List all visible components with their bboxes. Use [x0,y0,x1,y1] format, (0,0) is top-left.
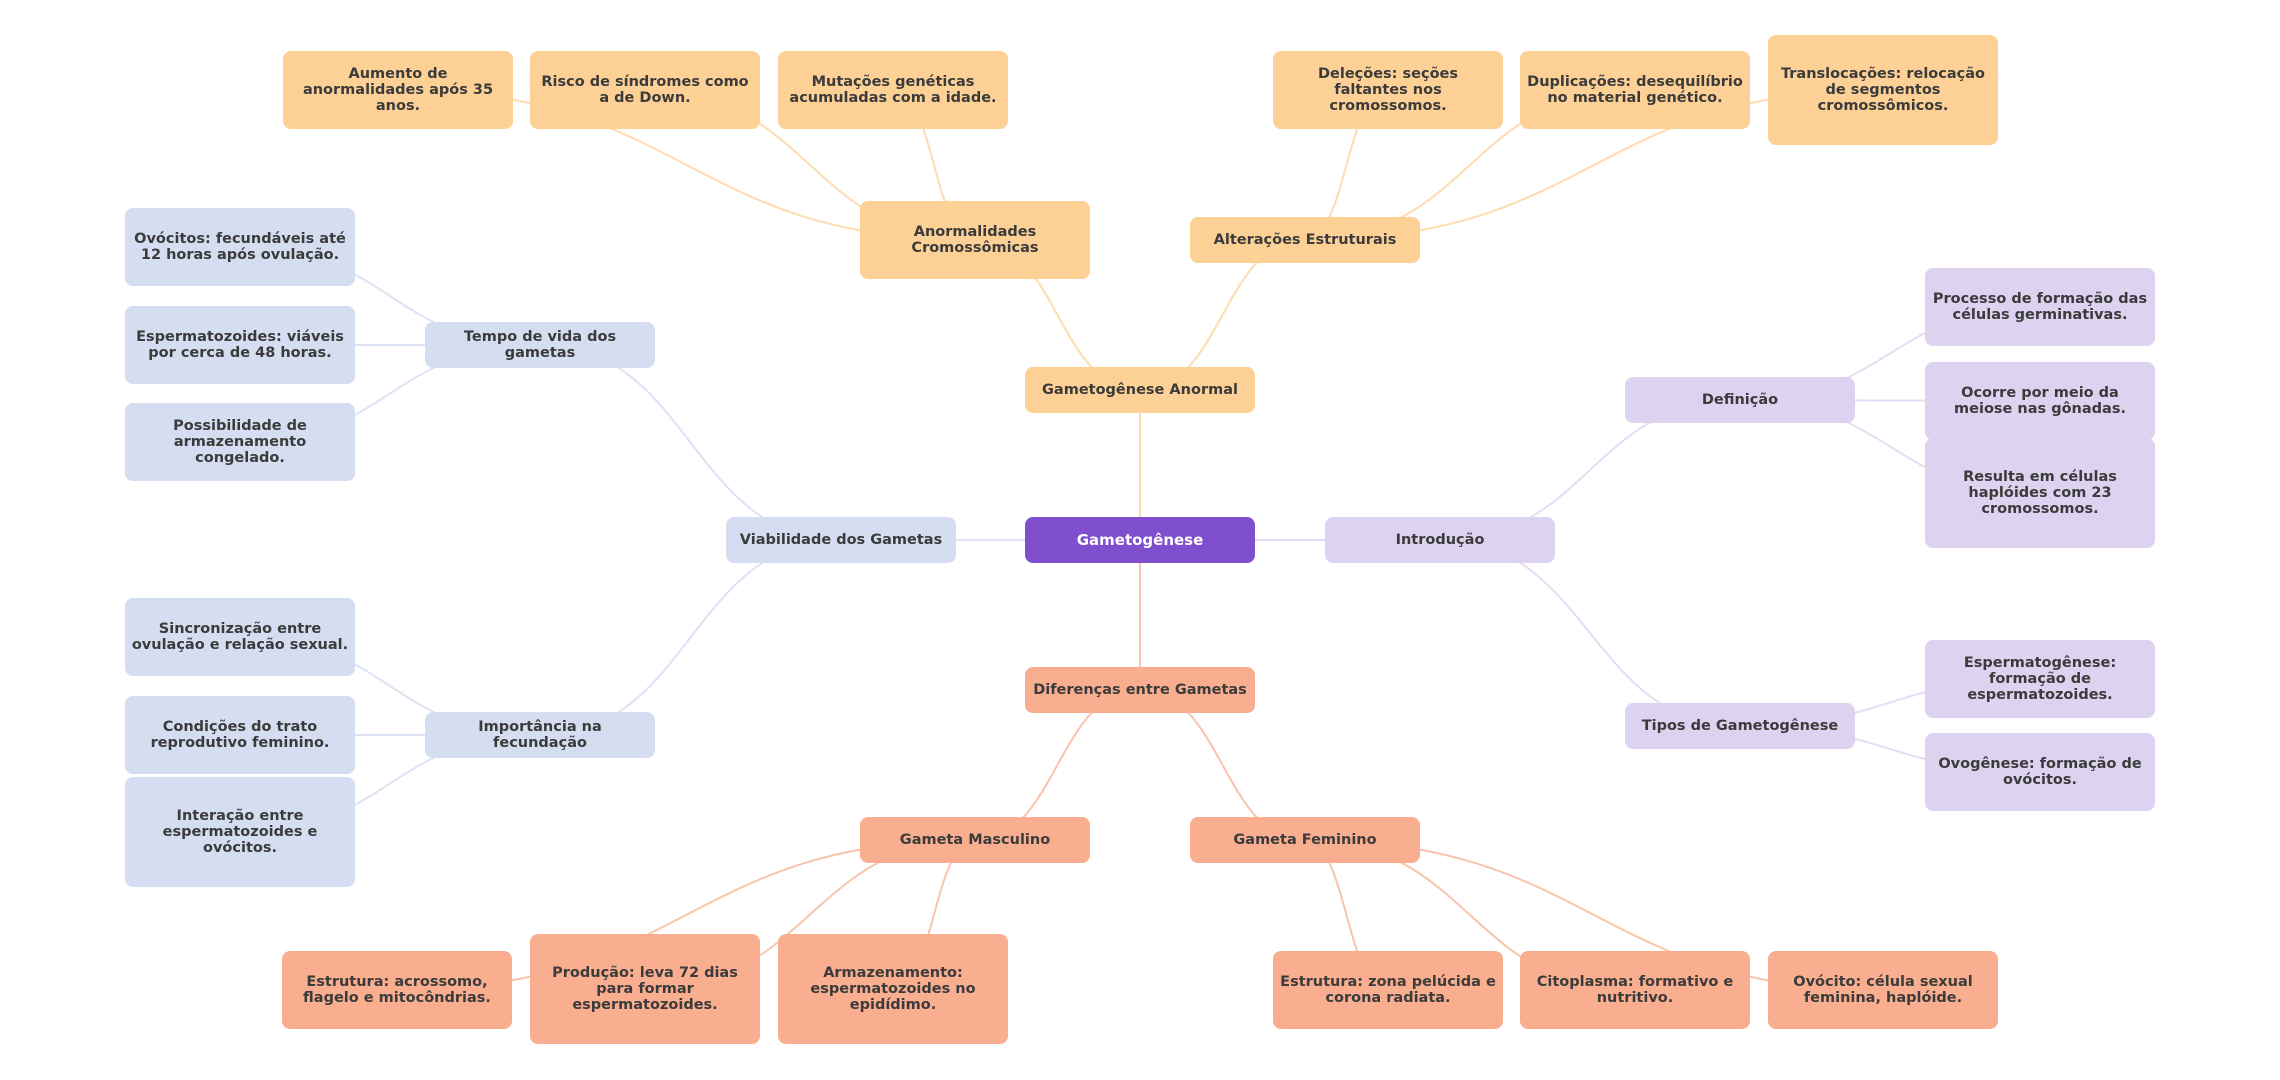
node-label: Aumento de anormalidades após 35 anos. [302,66,494,114]
node-label: Ocorre por meio da meiose nas gônadas. [1954,385,2126,417]
node-label: Mutações genéticas acumuladas com a idad… [789,74,997,106]
node-label: Viabilidade dos Gametas [739,532,943,548]
leaf-node-producao-leva-72-dias[interactable]: Produção: leva 72 dias para formar esper… [530,934,760,1044]
topic-node-tempo-de-vida-dos[interactable]: Tempo de vida dos gametas [425,322,655,368]
node-label: Processo de formação das células germina… [1932,291,2148,323]
leaf-node-ovocitos-fecundaveis-ate-12[interactable]: Ovócitos: fecundáveis até 12 horas após … [125,208,355,286]
leaf-node-delecoes-secoes-faltantes-nos[interactable]: Deleções: seções faltantes nos cromossom… [1273,51,1503,129]
leaf-node-citoplasma-formativo-e-nutritivo[interactable]: Citoplasma: formativo e nutritivo. [1520,951,1750,1029]
leaf-node-armazenamento-espermatozoides-no-epididimo[interactable]: Armazenamento: espermatozoides no epidíd… [778,934,1008,1044]
node-label: Sincronização entre ovulação e relação s… [131,621,349,653]
node-label: Duplicações: desequilíbrio no material g… [1527,74,1743,106]
topic-node-definicao[interactable]: Definição [1625,377,1855,423]
leaf-node-estrutura-acrossomo-flagelo-e[interactable]: Estrutura: acrossomo, flagelo e mitocônd… [282,951,512,1029]
node-label: Espermatozoides: viáveis por cerca de 48… [136,329,344,361]
topic-node-gameta-masculino[interactable]: Gameta Masculino [860,817,1090,863]
node-label: Condições do trato reprodutivo feminino. [150,719,330,751]
branch-node-gametogenese-anormal[interactable]: Gametogênese Anormal [1025,367,1255,413]
node-label: Gameta Feminino [1233,832,1377,848]
leaf-node-ovocito-celula-sexual-feminina[interactable]: Ovócito: célula sexual feminina, haplóid… [1768,951,1998,1029]
branch-node-viabilidade-dos-gametas[interactable]: Viabilidade dos Gametas [726,517,956,563]
connector-introducao-to-tipos-de-gametogenese [1439,539,1741,727]
node-label: Ovogênese: formação de ovócitos. [1938,756,2142,788]
leaf-node-interacao-entre-espermatozoides-e[interactable]: Interação entre espermatozoides e ovócit… [125,777,355,887]
root-node-gametogenese[interactable]: Gametogênese [1025,517,1255,563]
node-label: Translocações: relocação de segmentos cr… [1780,66,1985,114]
node-label: Alterações Estruturais [1213,232,1397,248]
node-label: Tipos de Gametogênese [1641,718,1839,734]
leaf-node-aumento-de-anormalidades-apos[interactable]: Aumento de anormalidades após 35 anos. [283,51,513,129]
node-label: Ovócitos: fecundáveis até 12 horas após … [134,231,346,263]
leaf-node-translocacoes-relocacao-de-segmentos[interactable]: Translocações: relocação de segmentos cr… [1768,35,1998,145]
leaf-node-ocorre-por-meio-da[interactable]: Ocorre por meio da meiose nas gônadas. [1925,362,2155,440]
leaf-node-mutacoes-geneticas-acumuladas-com[interactable]: Mutações genéticas acumuladas com a idad… [778,51,1008,129]
node-label: Gametogênese [1076,531,1204,549]
node-label: Risco de síndromes como a de Down. [541,74,749,106]
topic-node-anormalidades-cromossomicas[interactable]: Anormalidades Cromossômicas [860,201,1090,279]
connector-viabilidade-dos-gametas-to-tempo-de-vida-dos [539,344,842,541]
topic-node-tipos-de-gametogenese[interactable]: Tipos de Gametogênese [1625,703,1855,749]
node-label: Estrutura: acrossomo, flagelo e mitocônd… [303,974,491,1006]
node-label: Possibilidade de armazenamento congelado… [173,418,307,466]
node-label: Diferenças entre Gametas [1033,682,1247,698]
leaf-node-ovogenese-formacao-de-ovocitos[interactable]: Ovogênese: formação de ovócitos. [1925,733,2155,811]
leaf-node-estrutura-zona-pelucida-e[interactable]: Estrutura: zona pelúcida e corona radiat… [1273,951,1503,1029]
leaf-node-duplicacoes-desequilibrio-no-material[interactable]: Duplicações: desequilíbrio no material g… [1520,51,1750,129]
node-label: Estrutura: zona pelúcida e corona radiat… [1280,974,1496,1006]
node-label: Interação entre espermatozoides e ovócit… [162,808,318,856]
leaf-node-processo-de-formacao-das[interactable]: Processo de formação das células germina… [1925,268,2155,346]
leaf-node-espermatozoides-viaveis-por-cerca[interactable]: Espermatozoides: viáveis por cerca de 48… [125,306,355,384]
topic-node-alteracoes-estruturais[interactable]: Alterações Estruturais [1190,217,1420,263]
node-label: Ovócito: célula sexual feminina, haplóid… [1793,974,1973,1006]
leaf-node-resulta-em-celulas-haploides[interactable]: Resulta em células haplóides com 23 crom… [1925,438,2155,548]
node-label: Armazenamento: espermatozoides no epidíd… [810,965,976,1013]
leaf-node-sincronizacao-entre-ovulacao-e[interactable]: Sincronização entre ovulação e relação s… [125,598,355,676]
node-label: Citoplasma: formativo e nutritivo. [1536,974,1734,1006]
branch-node-diferencas-entre-gametas[interactable]: Diferenças entre Gametas [1025,667,1255,713]
node-label: Espermatogênese: formação de espermatozo… [1963,655,2117,703]
node-label: Anormalidades Cromossômicas [911,224,1039,256]
node-label: Gametogênese Anormal [1042,382,1238,398]
leaf-node-condicoes-do-trato-reprodutivo[interactable]: Condições do trato reprodutivo feminino. [125,696,355,774]
topic-node-importancia-na-fecundacao[interactable]: Importância na fecundação [425,712,655,758]
node-label: Tempo de vida dos gametas [463,329,617,361]
leaf-node-possibilidade-de-armazenamento-congelado[interactable]: Possibilidade de armazenamento congelado… [125,403,355,481]
leaf-node-risco-de-sindromes-como[interactable]: Risco de síndromes como a de Down. [530,51,760,129]
leaf-node-espermatogenese-formacao-de-espermatozoides[interactable]: Espermatogênese: formação de espermatozo… [1925,640,2155,718]
node-label: Introdução [1395,532,1485,548]
node-label: Gameta Masculino [899,832,1051,848]
node-label: Resulta em células haplóides com 23 crom… [1963,469,2117,517]
connector-viabilidade-dos-gametas-to-importancia-na-fecundacao [539,539,842,736]
node-label: Deleções: seções faltantes nos cromossom… [1317,66,1459,114]
topic-node-gameta-feminino[interactable]: Gameta Feminino [1190,817,1420,863]
branch-node-introducao[interactable]: Introdução [1325,517,1555,563]
node-label: Definição [1701,392,1779,408]
node-label: Produção: leva 72 dias para formar esper… [552,965,738,1013]
node-label: Importância na fecundação [478,719,602,751]
